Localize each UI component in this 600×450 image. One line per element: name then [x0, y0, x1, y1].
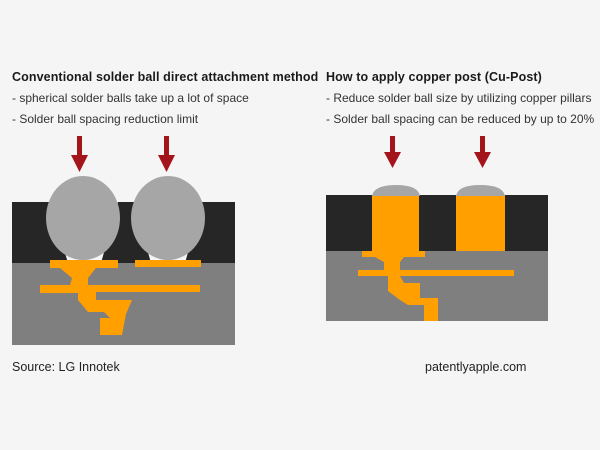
- right-arrow-1: [384, 136, 401, 168]
- left-bullet-1: - spherical solder balls take up a lot o…: [12, 91, 249, 105]
- right-solder-cap-2: [456, 185, 505, 196]
- right-copper-pillar-1: [372, 196, 419, 251]
- right-copper-pillar-2: [456, 196, 505, 251]
- left-solder-ball-1: [46, 176, 120, 260]
- right-caption: How to apply copper post (Cu-Post) - Red…: [326, 70, 594, 126]
- right-cross-section: [326, 136, 548, 321]
- left-bullet-2: - Solder ball spacing reduction limit: [12, 112, 199, 126]
- left-solder-ball-2: [131, 176, 205, 260]
- left-title: Conventional solder ball direct attachme…: [12, 70, 319, 84]
- right-bullet-2: - Solder ball spacing can be reduced by …: [326, 112, 595, 126]
- source-credit: Source: LG Innotek: [12, 360, 120, 374]
- left-arrow-2: [158, 136, 175, 172]
- right-solder-cap-1: [372, 185, 420, 196]
- left-pad-2: [135, 260, 201, 267]
- right-bullet-1: - Reduce solder ball size by utilizing c…: [326, 91, 592, 105]
- watermark: patentlyapple.com: [425, 360, 527, 374]
- left-copper-traces: [40, 260, 200, 335]
- left-solder-mask: [12, 202, 235, 263]
- right-solder-mask: [326, 195, 548, 251]
- left-caption: Conventional solder ball direct attachme…: [12, 70, 318, 126]
- left-arrow-1: [71, 136, 88, 172]
- left-cross-section: [12, 136, 235, 345]
- right-copper-traces: [358, 251, 514, 321]
- right-title: How to apply copper post (Cu-Post): [326, 70, 542, 84]
- right-arrow-2: [474, 136, 491, 168]
